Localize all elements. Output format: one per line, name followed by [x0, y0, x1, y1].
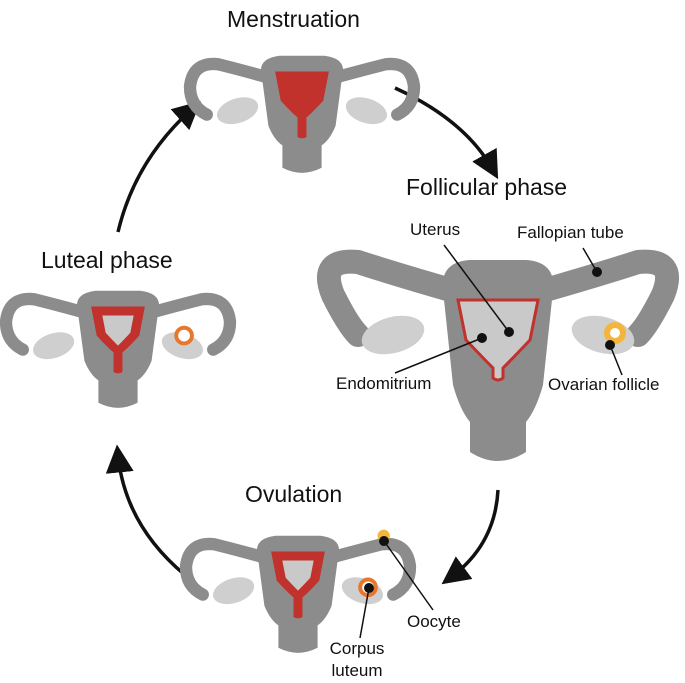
arrow-ovulation-to-luteal	[118, 455, 185, 575]
ovary-right	[342, 92, 390, 129]
ovary-left	[214, 92, 262, 129]
label-uterus: Uterus	[410, 220, 460, 240]
label-oocyte: Oocyte	[407, 612, 461, 632]
uterus-ovulation	[186, 530, 410, 653]
pointer-dot-ovarian-follicle	[605, 340, 615, 350]
ovary-left	[210, 572, 258, 609]
title-luteal-phase: Luteal phase	[41, 247, 173, 274]
title-ovulation: Ovulation	[245, 481, 342, 508]
uterus-luteal	[6, 291, 230, 408]
pointer-dot-uterus	[504, 327, 514, 337]
label-endometrium: Endomitrium	[336, 374, 431, 394]
label-corpus-luteum: Corpus luteum	[317, 638, 397, 682]
label-corpus-luteum-line1: Corpus	[317, 638, 397, 660]
corpus-luteum	[176, 328, 192, 344]
pointer-dot-endometrium	[477, 333, 487, 343]
ovary-right	[567, 309, 638, 360]
label-ovarian-follicle: Ovarian follicle	[548, 375, 660, 395]
arrow-luteal-to-menstruation	[118, 108, 193, 232]
uterus-menstruation	[190, 56, 414, 173]
pointer-dot-corpus-luteum	[364, 583, 374, 593]
label-fallopian-tube: Fallopian tube	[517, 223, 624, 243]
pointer-dot-oocyte	[379, 536, 389, 546]
ovarian-follicle-center	[610, 328, 620, 338]
ovary-left	[357, 309, 428, 360]
pointer-dot-fallopian-tube	[592, 267, 602, 277]
arrow-follicular-to-ovulation	[450, 490, 498, 578]
ovary-left	[30, 327, 78, 364]
label-corpus-luteum-line2: luteum	[317, 660, 397, 682]
title-follicular-phase: Follicular phase	[406, 174, 567, 201]
title-menstruation: Menstruation	[227, 6, 360, 33]
